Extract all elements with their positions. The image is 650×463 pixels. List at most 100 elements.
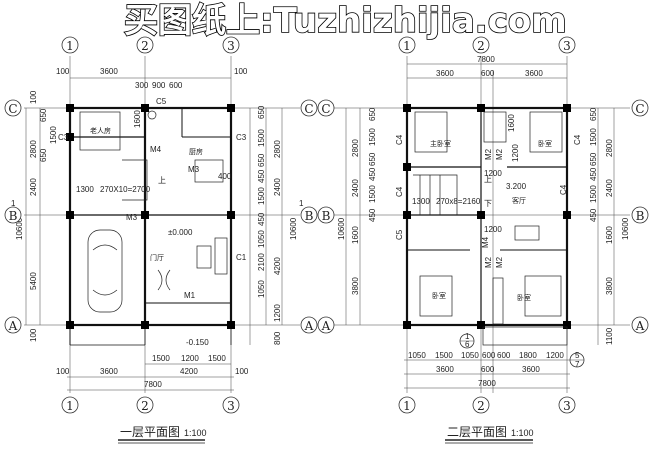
window-tag: C4: [559, 184, 568, 195]
window-tag-c3-right: C3: [236, 133, 247, 142]
furniture: [413, 111, 568, 346]
axis-label: 1: [403, 39, 411, 53]
dim-1600: 1600: [133, 110, 142, 128]
dim-left: 650: [368, 107, 377, 121]
dim-right: 650: [589, 152, 598, 166]
dim: 1600: [507, 114, 516, 132]
dim-right: 450: [257, 212, 266, 226]
dim-right: 1050: [257, 230, 266, 248]
dim-bottom: 4200: [180, 367, 198, 376]
left-dimensions: 650 1500 650 450 1500 450 2800 2400 1600…: [337, 107, 377, 295]
axis-label: 3: [227, 399, 235, 413]
right-dimensions: 650 1500 650 450 1500 450 1050 2100 1050…: [257, 105, 298, 345]
dim-left: 100: [29, 90, 38, 104]
axis-label: A: [8, 319, 18, 333]
axis-label: B: [322, 209, 331, 223]
axis-label: 3: [563, 39, 571, 53]
dim-right: 1500: [257, 187, 266, 205]
dining-table-icon: [194, 159, 224, 183]
dim-right: 1500: [257, 129, 266, 147]
axis-label: C: [8, 102, 17, 116]
dim-right: 1100: [605, 327, 614, 345]
axis-label: B: [305, 209, 314, 223]
watermark: 买图纸上:Tuzhizhijia.com: [124, 1, 567, 41]
door-tag: M2: [484, 256, 493, 268]
balcony-railing: [482, 326, 568, 346]
bed-icon: [529, 111, 563, 153]
axis-label: C: [321, 102, 330, 116]
dim-right: 450: [589, 167, 598, 181]
dim-left: 650: [368, 152, 377, 166]
dim-top: 900: [152, 81, 166, 90]
dim-right: 1500: [589, 128, 598, 146]
dim-bottom: 1500: [435, 351, 453, 360]
coffee-table-icon: [196, 245, 212, 269]
dim-top: 600: [169, 81, 183, 90]
dim-left: 100: [29, 328, 38, 342]
axis-markers: 1 2 3 1 2 3 C B A C B A: [4, 36, 318, 414]
door-tag-m3b: M3: [188, 165, 200, 174]
bed-icon: [414, 111, 448, 153]
dim-right: 10600: [289, 217, 298, 240]
window-tag-c3-left: C3: [58, 133, 69, 142]
dim-left: 2400: [351, 179, 360, 197]
dim: 1200: [484, 225, 502, 234]
axis-markers: 1 2 3 1 2 3 C B A C B A: [317, 36, 649, 414]
dim-right: 650: [257, 153, 266, 167]
axis-label: 2: [141, 399, 149, 413]
dim: 1200: [484, 169, 502, 178]
dim-right: 3800: [605, 277, 614, 295]
plan-title: 一层平面图: [120, 425, 180, 439]
dim-top: 100: [234, 67, 248, 76]
dim-bottom: 1500: [208, 354, 226, 363]
detail-mark-sheet: 7: [575, 360, 580, 369]
window-tag-c1: C1: [236, 253, 247, 262]
dim-left: 650: [39, 148, 48, 162]
axis-label: A: [635, 319, 645, 333]
room-label-kitchen: 厨房: [189, 147, 203, 156]
dim-bottom: 3600: [100, 367, 118, 376]
dim-bottom: 100: [56, 367, 70, 376]
window-tag: C4: [395, 186, 404, 197]
axis-label: B: [9, 209, 18, 223]
room-label-bedroom: 卧室: [432, 291, 446, 300]
room-label-living: 客厅: [512, 196, 526, 205]
dim-left: 2800: [351, 139, 360, 157]
stair-icon: [122, 159, 148, 201]
dim-right: 1600: [605, 226, 614, 244]
window-tag: C5: [395, 229, 404, 240]
stair-dim: 270X10=2700: [100, 185, 151, 194]
dim-right: 1200: [273, 304, 282, 322]
dim-left: 3800: [351, 277, 360, 295]
axis-label: C: [635, 102, 644, 116]
dim-bottom-total: 7800: [478, 379, 496, 388]
plan-title: 二层平面图: [447, 425, 507, 439]
axis-label: 1: [66, 39, 74, 53]
section-mark: 1: [11, 199, 16, 208]
dim-bottom: 3600: [436, 365, 454, 374]
dim-left: 1500: [368, 185, 377, 203]
dim-bottom: 600: [497, 351, 511, 360]
plan-scale: 1:100: [184, 428, 207, 438]
dim-top: 600: [481, 69, 495, 78]
axis-label: A: [304, 319, 314, 333]
dim: 1200: [511, 144, 520, 162]
axis-label: 2: [477, 39, 485, 53]
bed-icon: [79, 111, 121, 151]
dim-bottom: 1800: [519, 351, 537, 360]
plan-scale: 1:100: [511, 428, 534, 438]
dim-left: 2400: [29, 178, 38, 196]
dim-bottom: 1050: [408, 351, 426, 360]
axis-label: 1: [403, 399, 411, 413]
level-outside: -0.150: [186, 338, 209, 347]
right-dimensions: 650 1500 650 450 1500 450 2800 2400 1600…: [589, 107, 630, 345]
axis-label: 3: [227, 39, 235, 53]
dim-right: 2400: [605, 179, 614, 197]
bed-icon: [524, 275, 562, 317]
dim-right: 4200: [273, 257, 282, 275]
dim-bottom: 600: [482, 351, 496, 360]
sofa-icon: [514, 225, 540, 241]
level-floor: 3.200: [506, 182, 527, 191]
axis-label: B: [636, 209, 645, 223]
